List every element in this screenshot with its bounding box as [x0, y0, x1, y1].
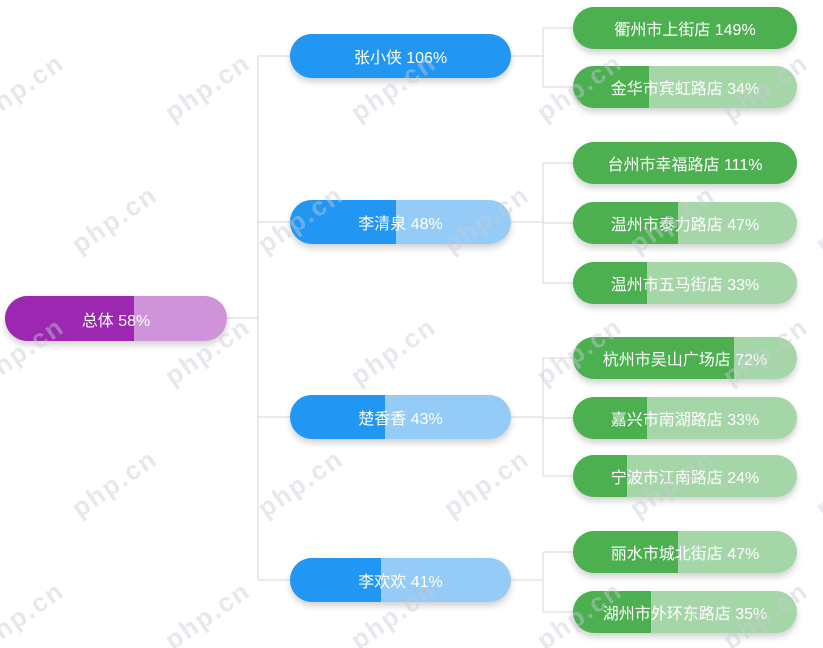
progress-fill [290, 34, 511, 78]
progress-fill [573, 7, 797, 49]
node-label: 衢州市上街店 149% [614, 22, 756, 39]
tree-node-store-9[interactable]: 丽水市城北街店 47% [573, 531, 797, 573]
tree-node-store-4[interactable]: 温州市泰力路店 47% [573, 202, 797, 244]
node-label: 李欢欢 41% [358, 574, 443, 591]
tree-node-store-8[interactable]: 宁波市江南路店 24% [573, 455, 797, 497]
node-label: 嘉兴市南湖路店 33% [610, 412, 760, 429]
node-label: 张小侠 106% [353, 50, 448, 67]
node-label: 温州市五马街店 33% [610, 277, 760, 294]
tree-node-manager-4[interactable]: 李欢欢 41% [290, 558, 511, 602]
node-label: 台州市幸福路店 111% [607, 157, 763, 174]
tree-node-manager-1[interactable]: 张小侠 106% [290, 34, 511, 78]
progress-fill [290, 558, 381, 602]
node-label: 李清泉 48% [358, 216, 443, 233]
progress-fill [573, 455, 627, 497]
progress-fill [290, 395, 386, 439]
node-label: 湖州市外环东路店 35% [602, 606, 768, 623]
progress-fill [573, 531, 679, 573]
tree-node-store-6[interactable]: 杭州市吴山广场店 72% [573, 337, 797, 379]
node-label: 楚香香 43% [358, 411, 443, 428]
progress-fill [573, 591, 652, 633]
progress-fill [573, 337, 735, 379]
node-label: 金华市宾虹路店 34% [610, 81, 760, 98]
tree-node-manager-2[interactable]: 李清泉 48% [290, 200, 511, 244]
tree-node-total[interactable]: 总体 58% [5, 296, 227, 341]
tree-node-store-10[interactable]: 湖州市外环东路店 35% [573, 591, 797, 633]
progress-fill [573, 397, 647, 439]
node-label: 宁波市江南路店 24% [610, 470, 760, 487]
tree-node-store-5[interactable]: 温州市五马街店 33% [573, 262, 797, 304]
tree-node-store-3[interactable]: 台州市幸福路店 111% [573, 142, 797, 184]
node-label: 杭州市吴山广场店 72% [602, 352, 768, 369]
progress-fill [5, 296, 134, 341]
progress-fill [573, 66, 650, 108]
progress-fill [573, 142, 797, 184]
tree-node-store-2[interactable]: 金华市宾虹路店 34% [573, 66, 797, 108]
node-label: 温州市泰力路店 47% [610, 217, 760, 234]
progress-fill [290, 200, 397, 244]
progress-fill [573, 262, 647, 304]
progress-fill [573, 202, 679, 244]
node-label: 总体 58% [81, 312, 151, 330]
tree-node-store-1[interactable]: 衢州市上街店 149% [573, 7, 797, 49]
tree-node-store-7[interactable]: 嘉兴市南湖路店 33% [573, 397, 797, 439]
tree-node-manager-3[interactable]: 楚香香 43% [290, 395, 511, 439]
node-label: 丽水市城北街店 47% [610, 546, 760, 563]
